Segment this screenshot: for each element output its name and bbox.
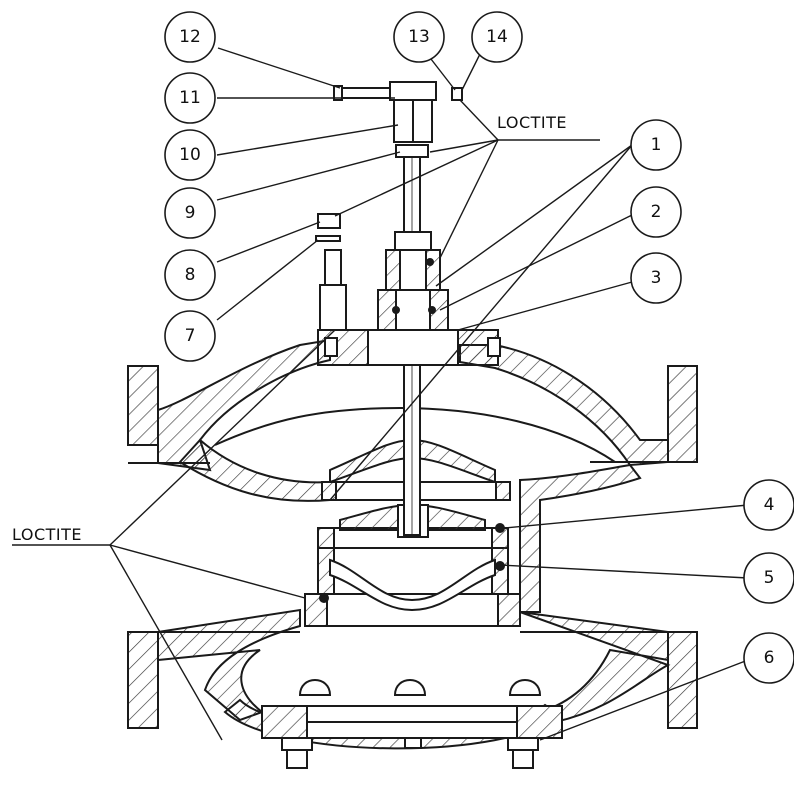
body-inner-wall-left xyxy=(178,438,331,502)
top-handle xyxy=(333,81,463,158)
loctite-label-left: LOCTITE xyxy=(12,525,82,544)
leader-lines xyxy=(12,47,749,741)
callout-11: 11 xyxy=(179,88,201,108)
left-flange xyxy=(127,365,159,446)
callout-4: 4 xyxy=(764,495,775,515)
loctite-label-top: LOCTITE xyxy=(497,113,567,132)
callout-balloons xyxy=(164,11,794,684)
callout-2: 2 xyxy=(651,202,662,222)
lower-diaphragm xyxy=(329,558,496,612)
callout-8: 8 xyxy=(185,265,196,285)
left-flange-lower xyxy=(127,631,159,729)
body-inner-wall-right xyxy=(519,463,642,613)
callout-1: 1 xyxy=(651,135,662,155)
callout-7: 7 xyxy=(185,326,196,346)
callout-9: 9 xyxy=(185,203,196,223)
bottom-cover xyxy=(261,679,563,769)
side-stud xyxy=(315,213,347,331)
callout-12: 12 xyxy=(179,27,201,47)
callout-14: 14 xyxy=(486,27,508,47)
callout-13: 13 xyxy=(408,27,430,47)
callout-10: 10 xyxy=(179,145,201,165)
right-flange xyxy=(667,365,698,463)
callout-numbers: 1 2 3 4 5 6 7 8 9 10 11 12 13 14 xyxy=(179,27,774,668)
callout-5: 5 xyxy=(764,568,775,588)
callout-3: 3 xyxy=(651,268,662,288)
right-flange-lower xyxy=(667,631,698,729)
callout-6: 6 xyxy=(764,648,775,668)
body-lower-wall-left xyxy=(157,608,301,722)
bonnet xyxy=(317,231,501,366)
